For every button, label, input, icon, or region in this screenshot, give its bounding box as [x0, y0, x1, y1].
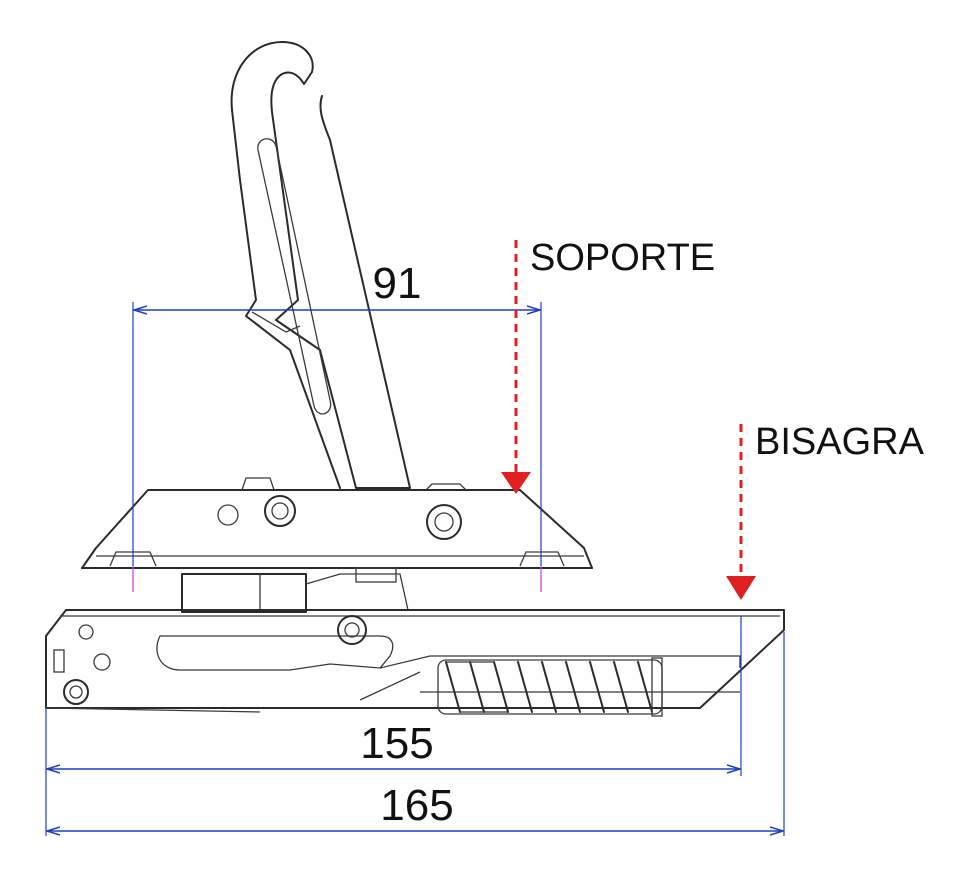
soporte-label: SOPORTE — [530, 237, 715, 279]
bisagra-arrow-icon — [726, 576, 756, 600]
spring — [437, 657, 663, 717]
dimension-165-label: 165 — [380, 781, 453, 830]
dimension-91-label: 91 — [373, 259, 422, 308]
hinge-body — [45, 609, 785, 713]
extension-lines — [45, 302, 785, 836]
soporte-callout: SOPORTE — [501, 237, 715, 494]
dimension-91: 91 — [134, 259, 540, 310]
dimension-165: 165 — [47, 781, 783, 831]
dimension-155-label: 155 — [360, 719, 433, 768]
dimension-155: 155 — [47, 719, 740, 769]
bisagra-callout: BISAGRA — [726, 421, 925, 600]
support-plate — [81, 477, 593, 583]
bisagra-label: BISAGRA — [755, 421, 925, 463]
soporte-arrow-icon — [501, 472, 531, 494]
connector-block — [181, 573, 409, 613]
